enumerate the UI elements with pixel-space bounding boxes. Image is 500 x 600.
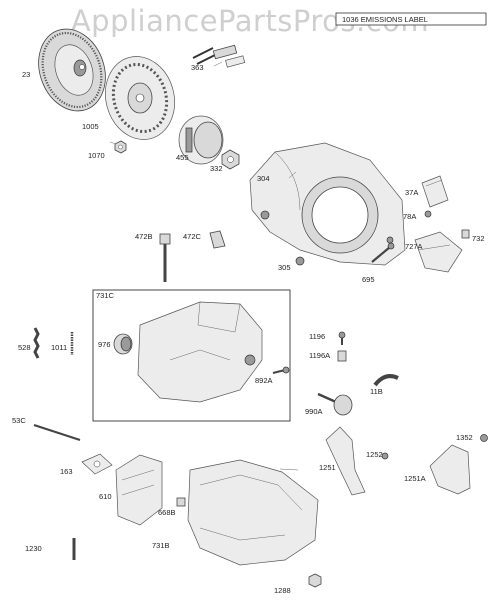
- callout-box-731C: [92, 289, 291, 422]
- callout-1352: 1352: [456, 433, 473, 442]
- part-37A-bracket: [421, 175, 449, 208]
- callout-11B: 11B: [370, 387, 383, 396]
- part-1251-bracket: [325, 426, 366, 496]
- part-731C-housing: [137, 301, 263, 403]
- callout-37A: 37A: [405, 188, 418, 197]
- callout-1196A: 1196A: [309, 351, 330, 360]
- part-1196-screw: [338, 331, 346, 345]
- callout-727A: 727A: [405, 242, 423, 251]
- leader-lines: [109, 61, 299, 471]
- callout-305: 305: [278, 263, 291, 272]
- callout-695: 695: [362, 275, 375, 284]
- part-695-screw: [371, 242, 395, 263]
- callout-610: 610: [99, 492, 112, 501]
- part-163-gasket: [81, 453, 113, 475]
- part-305-screw: [295, 256, 305, 266]
- callout-163: 163: [60, 467, 73, 476]
- callout-1252: 1252: [366, 450, 383, 459]
- part-455-cup: [178, 115, 224, 165]
- callout-304: 304: [257, 174, 270, 183]
- part-1251A-bracket: [429, 444, 471, 495]
- part-1070-nut: [114, 140, 127, 154]
- callout-976: 976: [98, 340, 111, 349]
- callout-78A: 78A: [403, 212, 416, 221]
- part-78A-screw: [424, 210, 432, 218]
- callout-1070: 1070: [88, 151, 105, 160]
- part-1196A-grommet: [337, 350, 347, 362]
- callout-1288: 1288: [274, 586, 291, 595]
- emissions-label-box: 1036 EMISSIONS LABEL: [335, 12, 487, 26]
- part-727A-shield: [414, 231, 463, 273]
- part-53C-rod: [33, 424, 81, 441]
- callout-731C: 731C: [96, 291, 115, 300]
- part-472B-bolt: [159, 233, 171, 282]
- callout-731B: 731B: [152, 541, 170, 550]
- callout-668B: 668B: [158, 508, 176, 517]
- callout-528: 528: [18, 343, 31, 352]
- callout-732: 732: [472, 234, 485, 243]
- callout-1251: 1251: [319, 463, 336, 472]
- callout-892A: 892A: [255, 376, 273, 385]
- part-1352-screw: [480, 434, 488, 442]
- part-1005-fan: [105, 56, 175, 140]
- callout-472B: 472B: [135, 232, 153, 241]
- callout-53C: 53C: [12, 416, 26, 425]
- callout-1005: 1005: [82, 122, 99, 131]
- callout-455: 455: [176, 153, 189, 162]
- part-11B-hose: [373, 374, 399, 387]
- callout-990A: 990A: [305, 407, 323, 416]
- part-23-flywheel: [38, 28, 106, 112]
- callout-1251A: 1251A: [404, 474, 426, 483]
- callout-1011: 1011: [51, 343, 67, 352]
- part-363-screws: [192, 44, 246, 68]
- part-668B-nut: [176, 497, 186, 507]
- callout-labels: 23 1005 1070 363 455 332 304 37A 78A 727…: [12, 63, 485, 595]
- callout-1230: 1230: [25, 544, 42, 553]
- callout-472C: 472C: [183, 232, 202, 241]
- part-892A-fastener: [272, 366, 290, 374]
- callout-23: 23: [22, 70, 30, 79]
- callout-363: 363: [191, 63, 204, 72]
- part-332-nut: [221, 149, 240, 170]
- part-732-clip: [461, 229, 470, 239]
- callout-1196: 1196: [309, 332, 325, 341]
- callout-332: 332: [210, 164, 223, 173]
- part-990A-knob: [317, 392, 353, 416]
- emissions-label-text: 1036 EMISSIONS LABEL: [342, 15, 428, 24]
- part-1288-nut: [308, 573, 322, 588]
- part-304-blower-housing: [249, 142, 406, 266]
- part-731B-guard: [187, 459, 319, 566]
- part-472C-clip: [209, 230, 226, 249]
- part-976-cap: [113, 333, 133, 355]
- part-528-tube: [33, 327, 40, 359]
- part-610-cover: [115, 454, 163, 526]
- part-1252-screw: [381, 452, 389, 460]
